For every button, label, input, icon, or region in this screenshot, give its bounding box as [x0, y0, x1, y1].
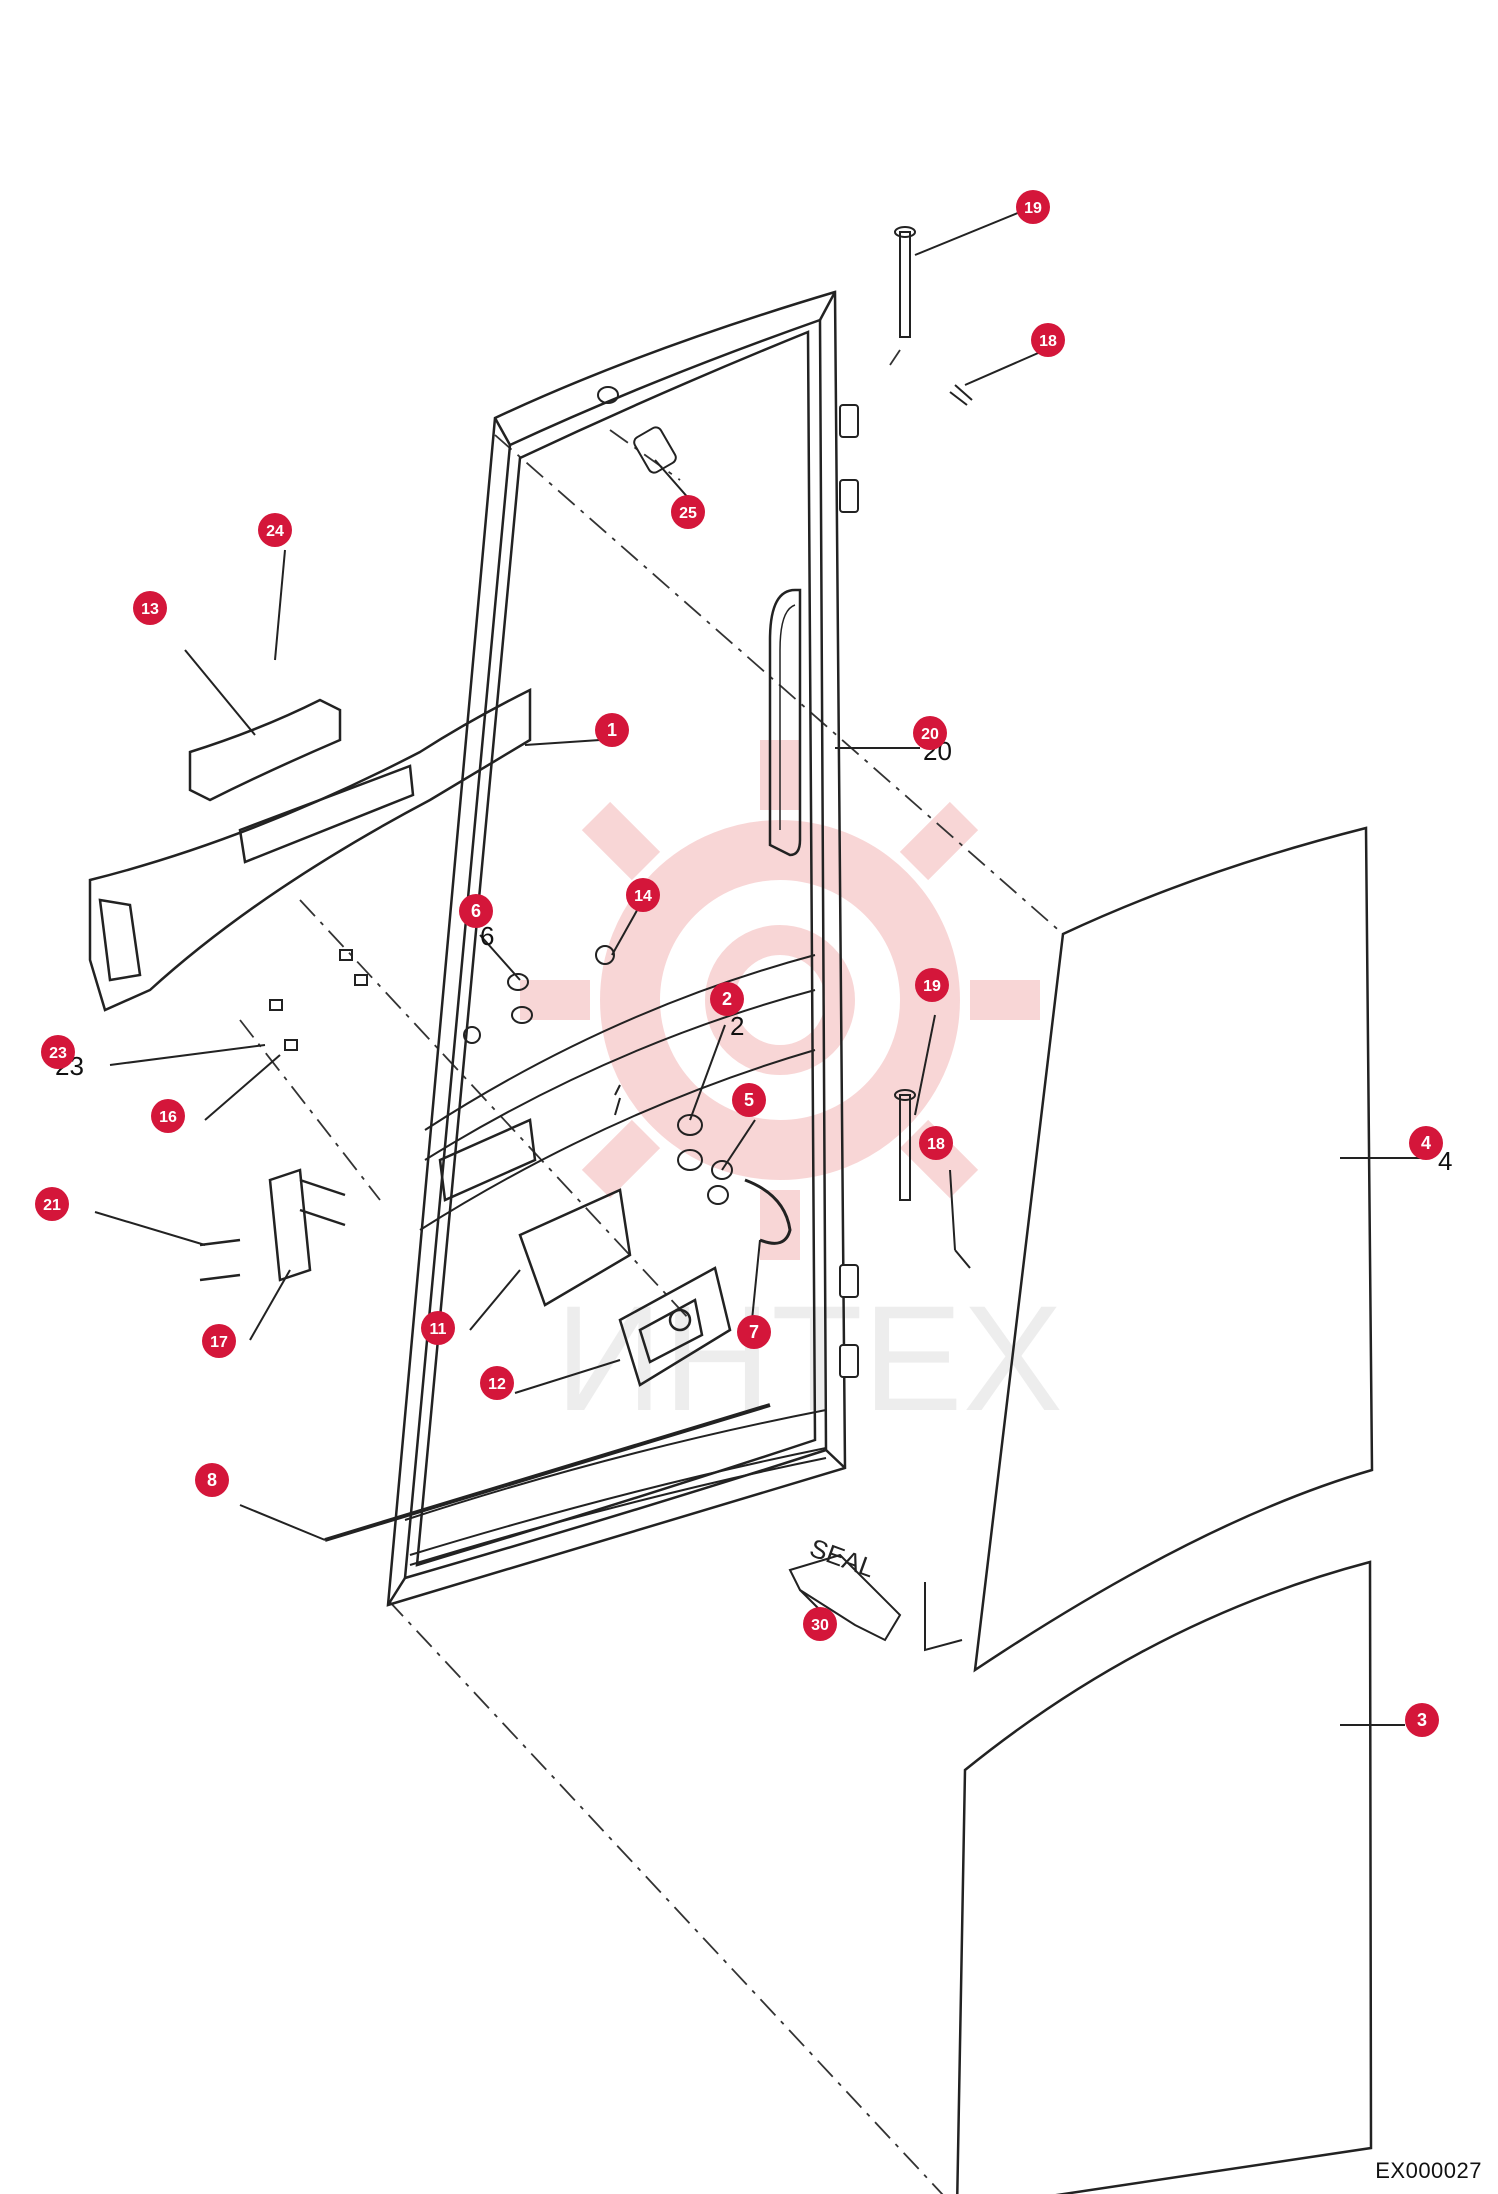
callout-badge: [626, 878, 660, 912]
weather-strip: [324, 1403, 771, 1542]
callout-badge: [41, 1035, 75, 1069]
callout-number: 30: [811, 1617, 829, 1634]
callout-3: 3: [1405, 1703, 1439, 1737]
callout-badge: [913, 716, 947, 750]
callout-4: 4: [1409, 1126, 1443, 1160]
upper-glass-panel: [973, 826, 1374, 1673]
callout-number: 4: [1421, 1133, 1431, 1153]
projection-lines: [239, 349, 1064, 2194]
callout-19: 19: [915, 968, 949, 1002]
callout-number: 21: [43, 1197, 61, 1214]
callout-number: 8: [207, 1470, 217, 1490]
callout-21: 21: [35, 1187, 69, 1221]
callout-badge: [1031, 323, 1065, 357]
callout-6: 6: [459, 894, 493, 928]
label-2: 2: [730, 1011, 744, 1041]
callout-number: 14: [634, 888, 652, 905]
callout-number: 25: [679, 505, 697, 522]
callout-badge: [732, 1083, 766, 1117]
callout-17: 17: [202, 1324, 236, 1358]
callout-5: 5: [732, 1083, 766, 1117]
callout-11: 11: [421, 1311, 455, 1345]
callout-number: 18: [927, 1136, 945, 1153]
grab-handle: [768, 588, 802, 857]
callout-badge: [480, 1366, 514, 1400]
callout-16: 16: [151, 1099, 185, 1133]
callout-badge: [35, 1187, 69, 1221]
callout-13: 13: [133, 591, 167, 625]
callout-number: 13: [141, 601, 159, 618]
callout-20: 20: [913, 716, 947, 750]
leader-lines: [94, 209, 1420, 1726]
callout-badge: [133, 591, 167, 625]
hinge-pin-bottom: [894, 1089, 971, 1269]
callout-number: 7: [749, 1322, 759, 1342]
callout-number: 11: [430, 1321, 447, 1338]
watermark-logo: ИНТЕХ: [520, 740, 1063, 1442]
label-4: 4: [1438, 1146, 1452, 1176]
callout-number: 6: [471, 901, 481, 921]
callout-badge: [1016, 190, 1050, 224]
seal-label: SEAL: [806, 1532, 879, 1583]
door-hinges: [839, 404, 859, 1378]
callout-badge: [915, 968, 949, 1002]
callout-12: 12: [480, 1366, 514, 1400]
door-divider-band: [419, 954, 816, 1231]
callout-number: 19: [1024, 200, 1042, 217]
callout-badge: [1405, 1703, 1439, 1737]
callout-number: 3: [1417, 1710, 1427, 1730]
callout-23: 23: [41, 1035, 75, 1069]
callout-30: 30: [803, 1607, 837, 1641]
door-bottom-sill: [404, 1409, 827, 1566]
callout-number: 12: [488, 1376, 506, 1393]
callout-number: 20: [921, 726, 939, 743]
callout-number: 23: [49, 1045, 67, 1062]
callout-badge: [737, 1315, 771, 1349]
callout-badge: [1409, 1126, 1443, 1160]
callout-number: 24: [266, 523, 284, 540]
interior-hardware: [269, 945, 792, 1245]
hinge-bracket: [199, 1168, 346, 1282]
outer-handle-bracket: [88, 687, 532, 1012]
callout-25: 25: [671, 495, 705, 529]
drawing-code: EX000027: [1375, 2158, 1482, 2183]
callout-badge: [919, 1126, 953, 1160]
callout-number: 1: [607, 720, 617, 740]
callout-number: 5: [744, 1090, 754, 1110]
callout-18: 18: [1031, 323, 1065, 357]
callouts: 19 18 25 24 13 1 20 6 14 2 19 23 5 16 18 4 21 11 7 17 12 8 30 3: [35, 190, 1443, 1737]
top-mount-bushing: [597, 386, 677, 474]
hinge-pin-top: [894, 226, 973, 406]
callout-badge: [421, 1311, 455, 1345]
callout-number: 18: [1039, 333, 1057, 350]
grip-handle: [188, 698, 342, 802]
callout-badge: [710, 982, 744, 1016]
lock-housing: [438, 1118, 732, 1387]
callout-badge: [202, 1324, 236, 1358]
callout-14: 14: [626, 878, 660, 912]
callout-badge: [459, 894, 493, 928]
callout-18: 18: [919, 1126, 953, 1160]
callout-number: 17: [210, 1334, 228, 1351]
callout-7: 7: [737, 1315, 771, 1349]
callout-number: 2: [722, 989, 732, 1009]
callout-19: 19: [1016, 190, 1050, 224]
callout-number: 19: [923, 978, 941, 995]
callout-1: 1: [595, 713, 629, 747]
callout-number: 16: [159, 1109, 177, 1126]
lower-glass-panel: [956, 1560, 1373, 2194]
callout-badge: [595, 713, 629, 747]
callout-badge: [803, 1607, 837, 1641]
callout-24: 24: [258, 513, 292, 547]
callout-badge: [671, 495, 705, 529]
callout-badge: [258, 513, 292, 547]
label-6: 6: [480, 921, 494, 951]
callout-badge: [195, 1463, 229, 1497]
callout-8: 8: [195, 1463, 229, 1497]
callout-2: 2: [710, 982, 744, 1016]
callout-badge: [151, 1099, 185, 1133]
